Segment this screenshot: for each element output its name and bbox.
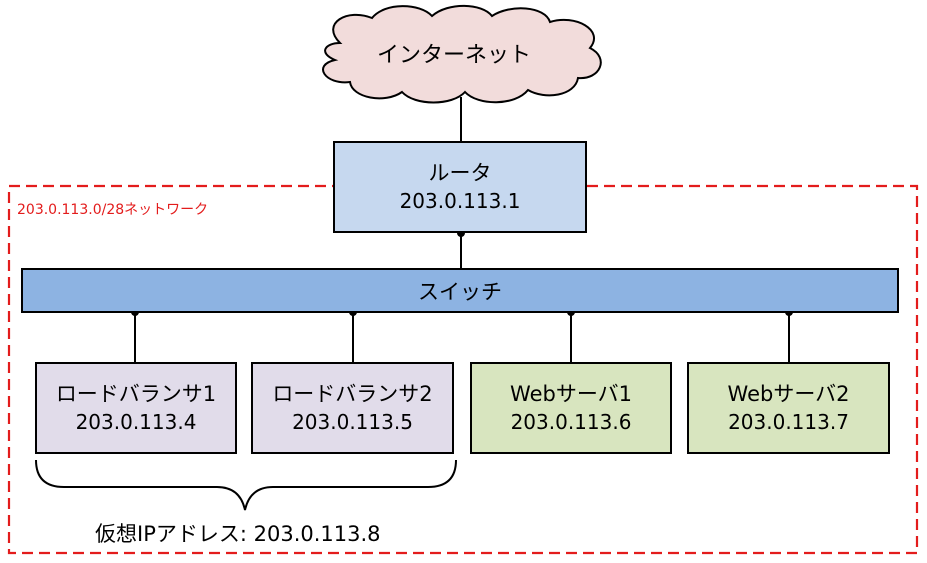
network-label: 203.0.113.0/28ネットワーク	[17, 202, 209, 218]
internet-label: インターネット	[377, 43, 532, 68]
server-name: Webサーバ1	[510, 382, 632, 406]
server-name: Webサーバ2	[727, 382, 850, 406]
web-server-1-node: Webサーバ1 203.0.113.6	[470, 362, 672, 454]
server-name: ロードバランサ2	[272, 382, 433, 406]
server-ip: 203.0.113.7	[728, 410, 849, 434]
load-balancer-1-node: ロードバランサ1 203.0.113.4	[35, 362, 237, 454]
server-name: ロードバランサ1	[55, 382, 217, 406]
router-name: ルータ	[428, 161, 492, 185]
server-ip: 203.0.113.6	[510, 410, 632, 434]
web-server-2-node: Webサーバ2 203.0.113.7	[687, 362, 890, 454]
network-boundary	[7, 184, 919, 555]
load-balancer-brace	[35, 459, 457, 511]
load-balancer-2-node: ロードバランサ2 203.0.113.5	[251, 362, 454, 454]
router-node: ルータ 203.0.113.1	[333, 141, 587, 233]
internet-cloud	[322, 4, 602, 104]
switch-label: スイッチ	[418, 279, 502, 304]
virtual-ip-label: 仮想IPアドレス: 203.0.113.8	[95, 522, 381, 546]
server-ip: 203.0.113.5	[292, 410, 413, 434]
server-ip: 203.0.113.4	[75, 410, 197, 434]
router-ip: 203.0.113.1	[399, 189, 521, 213]
switch-bar: スイッチ	[21, 268, 899, 313]
